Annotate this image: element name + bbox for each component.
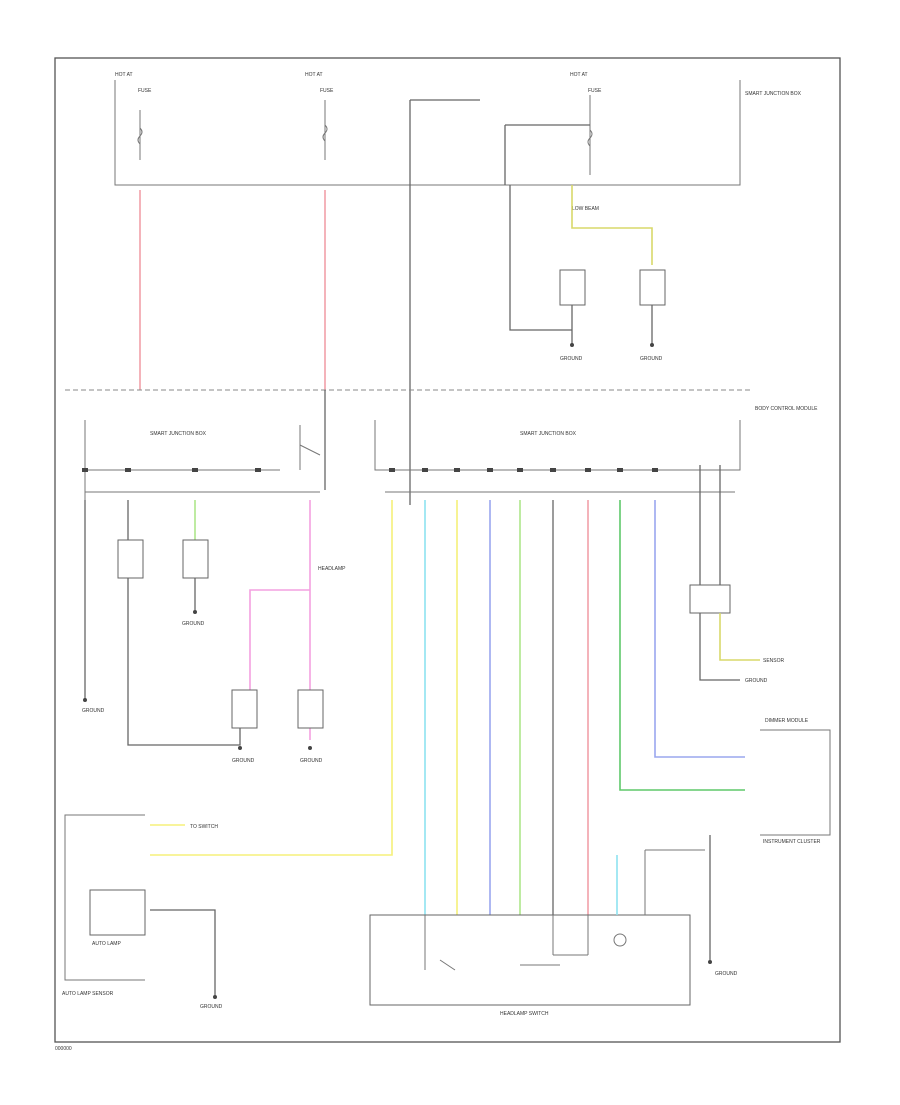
- top-fuse-box-outline: [114, 80, 741, 186]
- mid-module-label: BODY CONTROL MODULE: [755, 406, 818, 412]
- ground-label-4: GROUND: [232, 758, 255, 764]
- top-module-label: SMART JUNCTION BOX: [745, 91, 802, 97]
- left-circuit: GROUND GROUND GROUND GROUND HEADLAMP: [82, 500, 346, 764]
- dimmer-module: [760, 729, 831, 836]
- ground-label-3: GROUND: [182, 621, 205, 627]
- bottom-left-title: AUTO LAMP SENSOR: [62, 991, 114, 997]
- headlamp-switch-box: [369, 914, 691, 1006]
- module-right-pin-7: [585, 468, 591, 472]
- lamp-left-4: [297, 689, 324, 729]
- lamp-left-top: [559, 269, 586, 306]
- fuse1-label: FUSE: [138, 88, 152, 94]
- module-right-pin-2: [422, 468, 428, 472]
- module-left-pin-2: [125, 468, 131, 472]
- blue-wire-2: [654, 500, 745, 758]
- ground-label-1: GROUND: [560, 356, 583, 362]
- relay-area-right: LOW BEAM GROUND GROUND: [509, 185, 666, 362]
- dimmer-label: DIMMER MODULE: [765, 718, 809, 724]
- bottom-left-note: TO SWITCH: [190, 824, 218, 830]
- fuse3-caption: HOT AT: [570, 72, 588, 78]
- relay-ground-wire: [509, 185, 572, 331]
- lamp-right-top: [639, 269, 666, 306]
- lamp-left-3: [231, 689, 258, 729]
- fuse2-symbol: [322, 100, 328, 160]
- bottom-left-module: AUTO LAMP GROUND TO SWITCH AUTO LAMP SEN…: [62, 814, 223, 1010]
- right-note-1: SENSOR: [763, 658, 785, 664]
- bottom-left-unit: [89, 889, 146, 936]
- fuse1-symbol: [137, 110, 143, 160]
- olive-wire-right: [719, 613, 760, 661]
- module-right-pin-1: [389, 468, 395, 472]
- module-right-title: SMART JUNCTION BOX: [520, 431, 577, 437]
- module-right-pin-4: [487, 468, 493, 472]
- module-left-title: SMART JUNCTION BOX: [150, 431, 207, 437]
- fuse3-label: FUSE: [588, 88, 602, 94]
- dimmer-sub: INSTRUMENT CLUSTER: [763, 839, 821, 845]
- right-connector-box: [689, 584, 731, 614]
- lamp-left-1: [117, 539, 144, 579]
- fuse2-caption: HOT AT: [305, 72, 323, 78]
- footer-code: 000000: [55, 1046, 72, 1052]
- fuse1-caption: HOT AT: [115, 72, 133, 78]
- lamp-left-2: [182, 539, 209, 579]
- module-right-pin-6: [550, 468, 556, 472]
- diagram-border: [54, 57, 841, 1043]
- module-pins-right: [389, 468, 658, 472]
- olive-wire: [571, 215, 653, 265]
- yellow-wire-1: [150, 500, 393, 856]
- right-colored-wires: SENSOR GROUND: [150, 465, 785, 915]
- right-note-2: GROUND: [745, 678, 768, 684]
- switch-title: HEADLAMP SWITCH: [500, 1011, 549, 1017]
- pink-note: HEADLAMP: [318, 566, 346, 572]
- switch-internals: [424, 849, 705, 971]
- module-left-pin-4: [255, 468, 261, 472]
- ground-label-2: GROUND: [640, 356, 663, 362]
- ground-label-6: GROUND: [715, 971, 738, 977]
- left-ground-label: GROUND: [82, 708, 105, 714]
- module-left-pin-3: [192, 468, 198, 472]
- module-right-pin-8: [617, 468, 623, 472]
- module-right-pin-9: [652, 468, 658, 472]
- fuse3-symbol: [587, 95, 593, 175]
- module-left-pin-1: [82, 468, 88, 472]
- bottom-left-unit-label: AUTO LAMP: [92, 941, 121, 947]
- module-right-box: [374, 420, 741, 471]
- module-pins-left: [82, 468, 261, 472]
- ground-label-7: GROUND: [200, 1004, 223, 1010]
- module-relay: [299, 390, 326, 490]
- module-left-box: [84, 420, 280, 471]
- green-wire: [619, 500, 745, 791]
- fuse2-label: FUSE: [320, 88, 334, 94]
- pink-wire-branch: [249, 589, 310, 690]
- relay-area-label: LOW BEAM: [572, 206, 599, 212]
- module-right-pin-3: [454, 468, 460, 472]
- ground-label-5: GROUND: [300, 758, 323, 764]
- module-right-pin-5: [517, 468, 523, 472]
